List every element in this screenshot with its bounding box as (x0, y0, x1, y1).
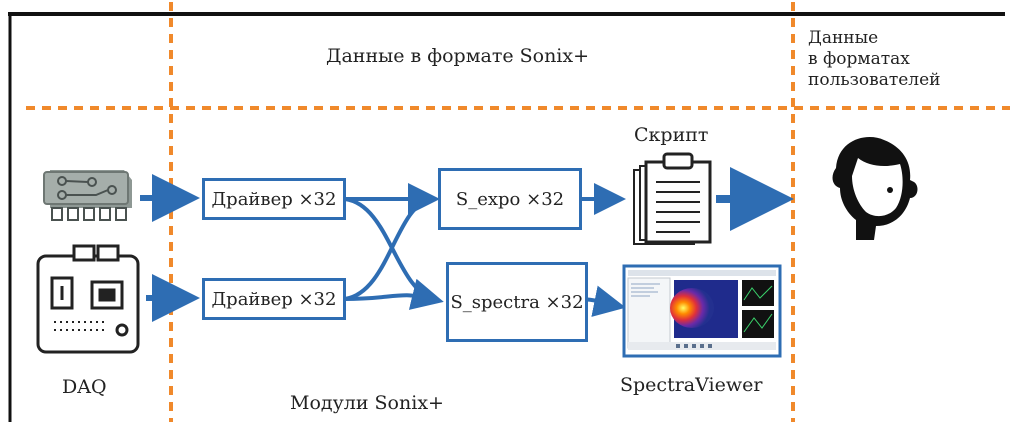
driver-box-bottom: Драйвер ×32 (202, 278, 346, 320)
user-data-line-1: Данные (808, 28, 879, 48)
script-label: Скрипт (634, 124, 709, 146)
s-spectra-box: S_spectra ×32 (446, 262, 588, 342)
circuit-board-icon (36, 244, 140, 354)
frame (8, 12, 1005, 422)
header-sonix-data-label: Данные в формате Sonix+ (326, 45, 590, 67)
header-user-data-label: Данные в форматах пользователей (808, 28, 941, 91)
spectraviewer-screenshot (622, 264, 782, 358)
user-data-line-2: в форматах (808, 49, 910, 69)
clipboard-icon (633, 152, 712, 245)
modules-label: Модули Sonix+ (290, 392, 444, 414)
spectraviewer-label: SpectraViewer (620, 374, 763, 396)
user-icon (832, 137, 918, 240)
connector-lines (344, 183, 626, 317)
user-data-line-3: пользователей (808, 70, 941, 90)
input-arrows (140, 174, 200, 322)
daq-label: DAQ (62, 376, 107, 398)
driver-box-top: Драйвер ×32 (202, 178, 346, 220)
daq-board-icon (43, 170, 132, 221)
s-expo-box: S_expo ×32 (438, 168, 582, 230)
